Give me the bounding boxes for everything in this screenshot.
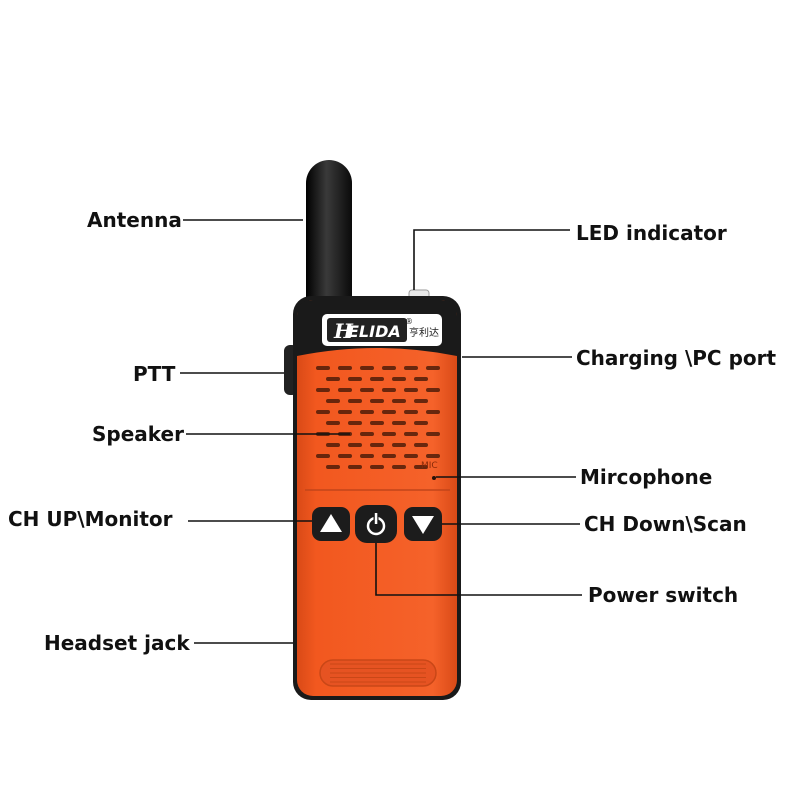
ch-up-button [312,507,350,541]
grille-slot [360,432,374,436]
grille-slot [392,465,406,469]
arrow-up-icon [320,514,342,532]
grille-slot [316,366,330,370]
grille-slot [382,388,396,392]
grille-slot [316,388,330,392]
grille-slot [392,421,406,425]
brand-cn-text: 亨利达 [409,326,439,339]
antenna [306,160,352,320]
grille-slot [404,388,418,392]
brand-initial: H [333,319,354,343]
grille-slot [370,465,384,469]
grille-slot [382,432,396,436]
grille-slot [326,399,340,403]
grille-slot [414,377,428,381]
grille-slot [426,366,440,370]
grille-slot [360,410,374,414]
label-speaker: Speaker [92,422,184,446]
grille-slot [360,454,374,458]
grille-slot [338,366,352,370]
label-headset-jack: Headset jack [44,631,190,655]
label-ch-up: CH UP\Monitor [8,507,173,531]
grille-slot [326,465,340,469]
grille-slot [414,399,428,403]
arrow-down-icon [412,516,434,534]
grille-slot [360,366,374,370]
grille-slot [348,465,362,469]
grille-slot [404,454,418,458]
grille-slot [348,443,362,447]
grille-slot [414,421,428,425]
grille-slot [348,421,362,425]
speaker-grille [316,366,440,469]
label-power-switch: Power switch [588,583,739,607]
label-ch-down: CH Down\Scan [584,512,747,536]
registered-mark: ® [405,317,413,326]
grille-slot [382,454,396,458]
grille-slot [316,410,330,414]
grille-slot [392,377,406,381]
radio-front-panel [297,300,457,696]
label-charging-port: Charging \PC port [576,346,777,370]
grille-slot [392,443,406,447]
label-led-indicator: LED indicator [576,221,727,245]
grille-slot [404,410,418,414]
bottom-grip-texture [330,663,426,683]
grille-slot [348,399,362,403]
grille-slot [338,410,352,414]
grille-slot [338,388,352,392]
leader-line-led [413,229,570,290]
grille-slot [414,465,428,469]
leader-line-power [375,543,582,596]
power-button [355,505,397,543]
leader-lines [180,219,582,644]
grille-slot [414,443,428,447]
ch-down-button [404,507,442,541]
grille-slot [370,399,384,403]
brand-badge-inner [327,318,407,342]
grille-slot [426,432,440,436]
label-ptt: PTT [133,362,176,386]
grille-slot [404,366,418,370]
grille-slot [326,421,340,425]
mic-label: MIC [421,461,438,471]
grille-slot [426,410,440,414]
label-microphone: Mircophone [580,465,713,489]
grille-slot [370,443,384,447]
brand-logo-text: ELIDA [348,322,401,341]
grille-slot [370,421,384,425]
grille-slot [404,432,418,436]
grille-slot [316,454,330,458]
mic-hole [432,476,436,480]
grille-slot [382,366,396,370]
grille-slot [370,377,384,381]
grille-slot [426,454,440,458]
grille-slot [326,377,340,381]
grille-slot [338,454,352,458]
grille-slot [348,377,362,381]
grille-slot [360,388,374,392]
label-antenna: Antenna [87,208,182,232]
grille-slot [326,443,340,447]
grille-slot [426,388,440,392]
grille-slot [382,410,396,414]
grille-slot [392,399,406,403]
